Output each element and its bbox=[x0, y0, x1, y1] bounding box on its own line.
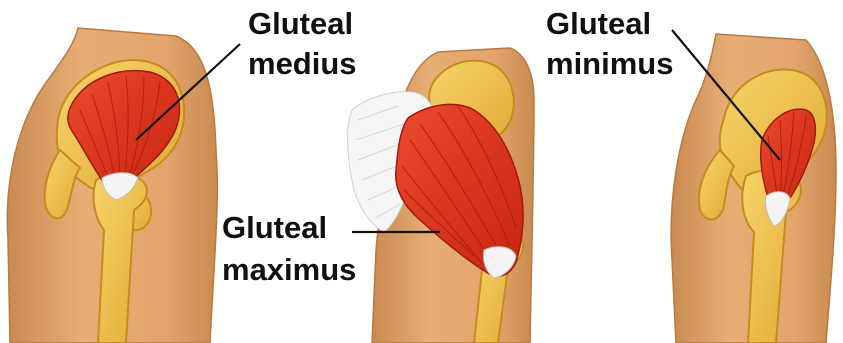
label-gluteal-medius-line1: Gluteal bbox=[248, 6, 353, 41]
panel-gluteal-minimus bbox=[671, 30, 836, 343]
label-gluteal-minimus-line1: Gluteal bbox=[546, 6, 651, 41]
label-gluteal-maximus-line1: Gluteal bbox=[222, 210, 327, 245]
panel-gluteal-maximus bbox=[348, 48, 534, 343]
label-gluteal-medius-line2: medius bbox=[248, 46, 357, 81]
label-gluteal-minimus-line2: minimus bbox=[546, 46, 673, 81]
panel-gluteal-medius bbox=[7, 28, 240, 343]
label-gluteal-maximus-line2: maximus bbox=[222, 252, 356, 287]
